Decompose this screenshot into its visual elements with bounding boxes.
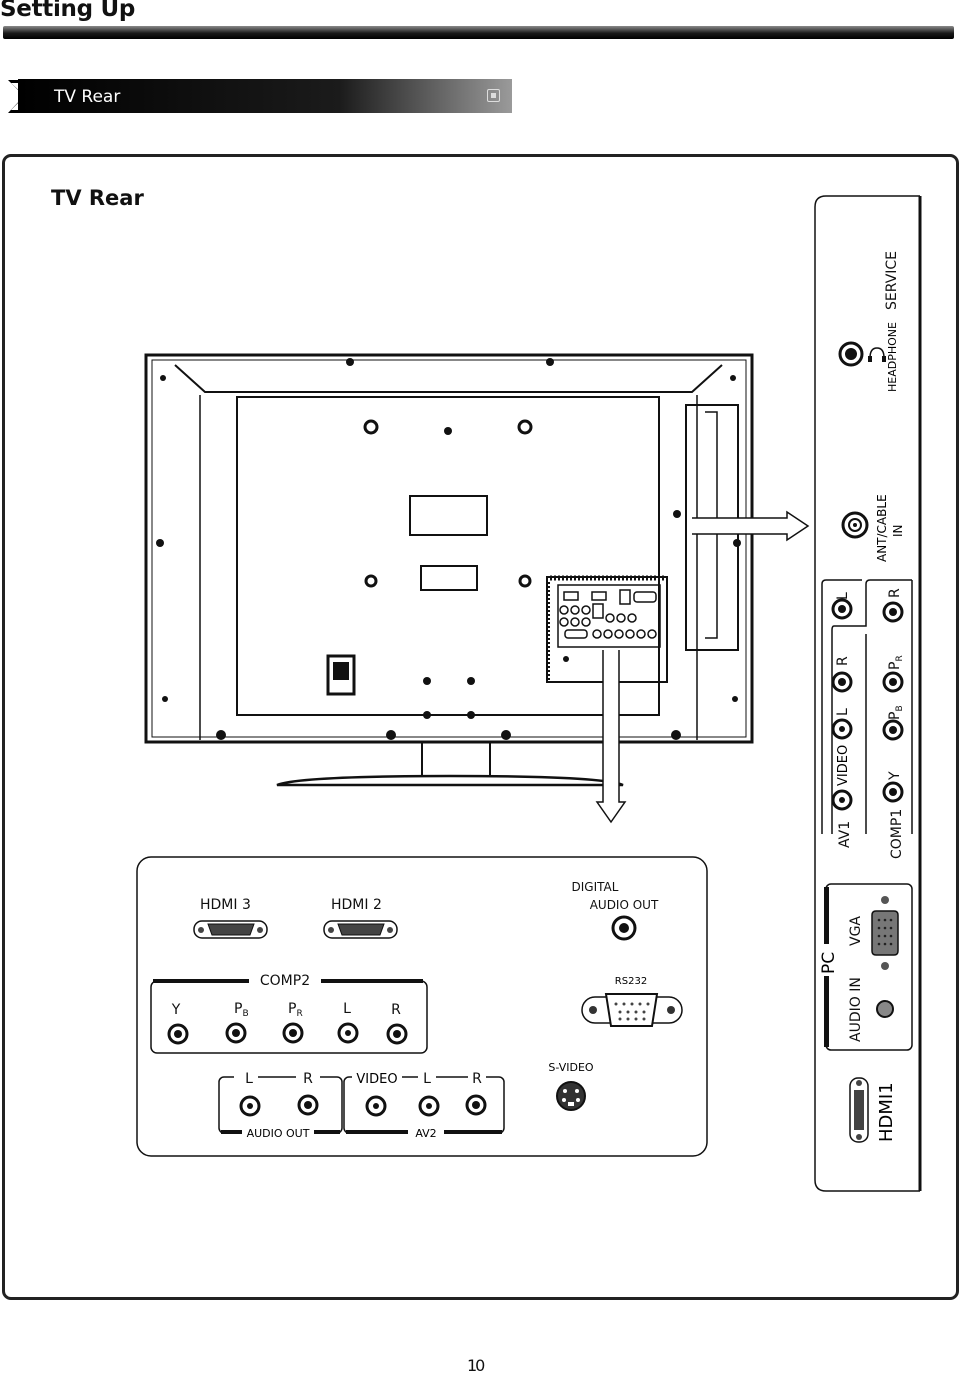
page-number: 10 — [467, 1356, 483, 1375]
av2-l-label: L — [423, 1071, 431, 1087]
comp2-l-label: L — [343, 1001, 351, 1017]
comp1-r-label: R — [887, 588, 903, 598]
av2-label: AV2 — [415, 1127, 436, 1140]
audio-in-label: AUDIO IN — [848, 977, 864, 1042]
coax-port-icon — [843, 513, 867, 537]
rca-jack-icon — [367, 1097, 385, 1115]
av1-video-label: VIDEO — [836, 745, 851, 786]
comp2-r-label: R — [391, 1002, 401, 1018]
jack-icon — [877, 1001, 893, 1017]
av2-r-label: R — [472, 1071, 482, 1087]
av1-label: AV1 — [837, 821, 853, 848]
digital-audio-label-1: DIGITAL — [572, 880, 619, 894]
pc-label: PC — [819, 952, 839, 974]
hdmi1-label: HDMI1 — [876, 1082, 897, 1142]
comp1-y-label: Y — [887, 771, 903, 781]
side-connector-panel: SERVICE HEADPHONE ANT/CABLE IN L R R PR … — [812, 194, 924, 1194]
rs232-port-icon — [582, 994, 682, 1026]
ant-cable-label: ANT/CABLE — [875, 494, 889, 562]
av1-r-label: R — [835, 656, 851, 666]
av1-l2-label: L — [835, 708, 851, 716]
audio-out-l-label: L — [245, 1071, 253, 1087]
audio-out-r-label: R — [303, 1071, 313, 1087]
svideo-port-icon — [557, 1082, 585, 1110]
comp2-y-label: Y — [171, 1002, 181, 1018]
service-label: SERVICE — [884, 251, 900, 310]
hdmi-port-icon — [850, 1078, 868, 1142]
comp1-label: COMP1 — [889, 809, 905, 859]
bottom-connector-panel: HDMI 3 HDMI 2 DIGITAL AUDIO OUT COMP2 Y … — [136, 856, 709, 1158]
ant-in-label: IN — [891, 524, 905, 537]
digital-audio-label-2: AUDIO OUT — [590, 898, 659, 912]
headphone-label: HEADPHONE — [886, 322, 899, 392]
hdmi3-label: HDMI 3 — [200, 897, 251, 913]
rca-jack-icon — [467, 1096, 485, 1114]
hdmi-port-icon — [324, 921, 397, 938]
rca-jack-icon — [420, 1097, 438, 1115]
jack-icon — [613, 917, 635, 939]
rs232-label: RS232 — [615, 976, 647, 987]
rca-jack-icon — [241, 1097, 259, 1115]
hdmi2-label: HDMI 2 — [331, 897, 382, 913]
jack-icon — [840, 343, 862, 365]
audio-out-label: AUDIO OUT — [247, 1127, 310, 1140]
rca-jack-icon — [299, 1096, 317, 1114]
vga-label: VGA — [848, 916, 864, 946]
comp2-label: COMP2 — [260, 973, 310, 989]
svideo-label: S-VIDEO — [548, 1061, 593, 1074]
av2-video-label: VIDEO — [356, 1072, 397, 1087]
hdmi-port-icon — [194, 921, 267, 938]
